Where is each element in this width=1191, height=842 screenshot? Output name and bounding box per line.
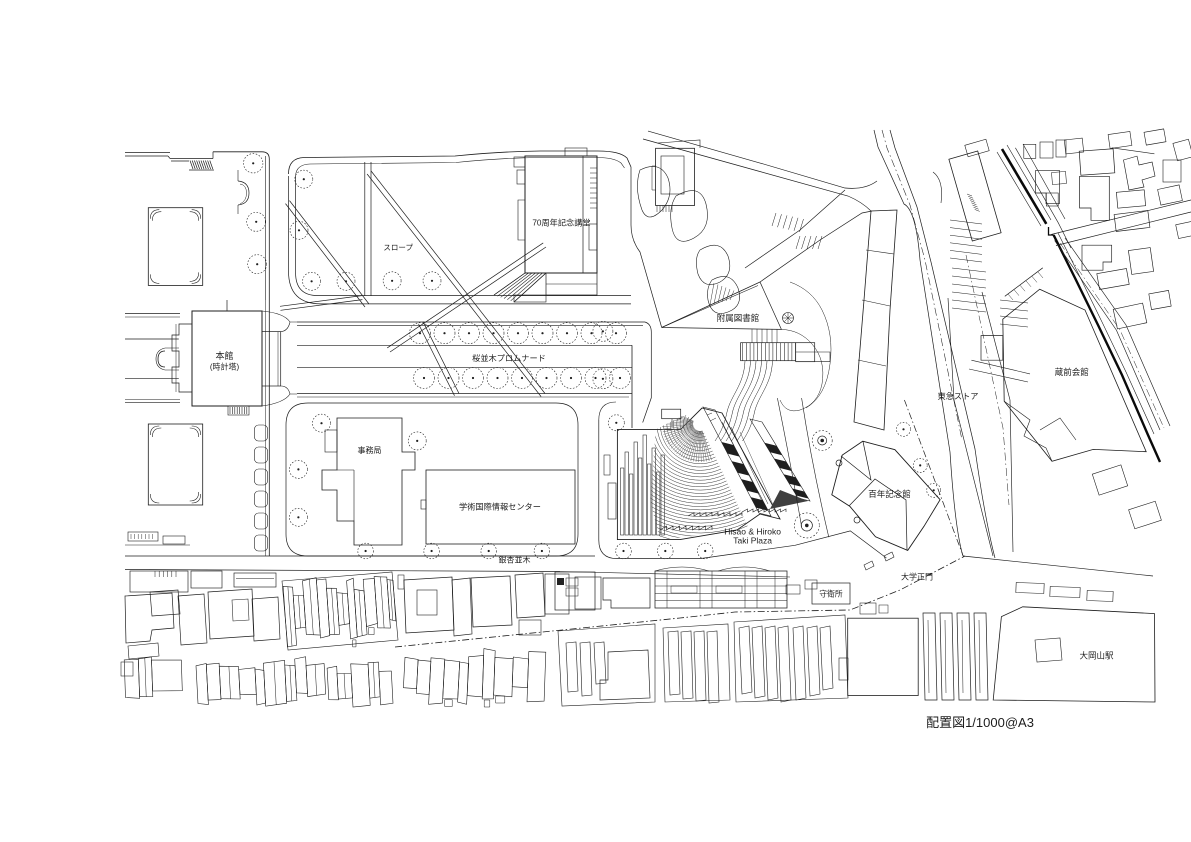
svg-text:守衛所: 守衛所: [819, 589, 843, 599]
svg-text:学術国際情報センター: 学術国際情報センター: [459, 502, 541, 512]
svg-text:スロープ: スロープ: [383, 243, 413, 252]
svg-text:蔵前会館: 蔵前会館: [1055, 367, 1089, 377]
svg-text:(時計塔): (時計塔): [210, 362, 240, 372]
svg-text:大岡山駅: 大岡山駅: [1079, 651, 1114, 661]
svg-text:70周年記念講堂: 70周年記念講堂: [532, 217, 590, 227]
svg-text:本館: 本館: [215, 350, 233, 361]
svg-text:大学正門: 大学正門: [901, 572, 933, 582]
svg-text:東急ストア: 東急ストア: [938, 391, 979, 401]
svg-text:銀杏並木: 銀杏並木: [499, 555, 531, 565]
svg-text:事務局: 事務局: [358, 445, 382, 455]
svg-text:附属図書館: 附属図書館: [717, 313, 760, 323]
svg-text:百年記念館: 百年記念館: [868, 489, 911, 499]
svg-text:Taki Plaza: Taki Plaza: [733, 536, 772, 546]
svg-text:Hisao & Hiroko: Hisao & Hiroko: [724, 527, 781, 537]
svg-text:配置図1/1000@A3: 配置図1/1000@A3: [926, 715, 1034, 730]
svg-text:桜並木プロムナード: 桜並木プロムナード: [472, 353, 546, 363]
